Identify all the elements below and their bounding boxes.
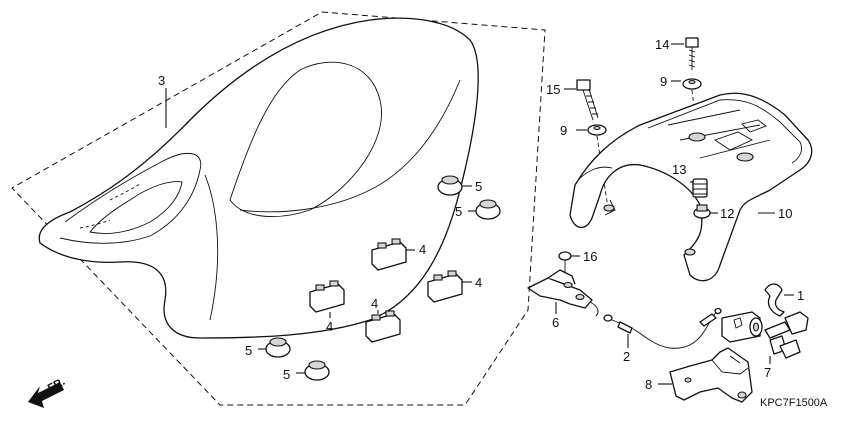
rubber-cushion-5a[interactable] [437, 175, 463, 196]
bolt-15[interactable] [576, 79, 599, 121]
direction-label: FR. [46, 376, 67, 395]
callout-9a: 9 [660, 74, 667, 89]
callout-5d: 5 [283, 367, 290, 382]
callout-3: 3 [158, 73, 165, 88]
seat-lock-cable[interactable] [603, 307, 722, 349]
washer-9-left[interactable] [587, 124, 607, 136]
callout-10: 10 [778, 206, 792, 221]
rubber-block-4b[interactable] [427, 270, 463, 303]
callout-5b: 5 [455, 204, 462, 219]
callout-4b: 4 [475, 275, 482, 290]
grab-rail[interactable] [569, 92, 813, 282]
front-direction-arrow-icon [28, 382, 64, 408]
callout-4c: 4 [326, 319, 333, 334]
collar-13[interactable] [692, 178, 708, 198]
rubber-block-4c[interactable] [309, 280, 345, 313]
rubber-block-4d[interactable] [365, 310, 401, 343]
cable-bracket[interactable] [669, 347, 753, 403]
callout-4d: 4 [371, 296, 378, 311]
seat-assembly-boundary [11, 11, 546, 406]
callout-15: 15 [546, 82, 560, 97]
washer-9-top[interactable] [682, 78, 702, 90]
rubber-cushion-5b[interactable] [475, 199, 501, 220]
seat-key-lock[interactable] [721, 311, 763, 343]
diagram-code: KPC7F1500A [760, 397, 828, 409]
callout-4a: 4 [419, 242, 426, 257]
key[interactable] [764, 311, 809, 359]
seat[interactable] [38, 17, 479, 339]
callout-14: 14 [655, 37, 669, 52]
seat-lock-bracket[interactable] [527, 269, 599, 317]
callout-2: 2 [623, 349, 630, 364]
callout-16: 16 [583, 249, 597, 264]
callout-5c: 5 [245, 343, 252, 358]
callout-6: 6 [552, 315, 559, 330]
callout-12: 12 [720, 206, 734, 221]
callout-7: 7 [764, 365, 771, 380]
callout-1: 1 [797, 288, 804, 303]
rubber-block-4a[interactable] [371, 238, 407, 271]
callout-13: 13 [672, 162, 686, 177]
callout-5a: 5 [475, 179, 482, 194]
bolt-14[interactable] [685, 37, 699, 70]
rubber-cushion-5d[interactable] [304, 360, 330, 381]
lock-clip[interactable] [764, 283, 785, 317]
callout-8: 8 [645, 377, 652, 392]
callout-9b: 9 [560, 123, 567, 138]
rubber-cushion-5c[interactable] [265, 337, 291, 358]
